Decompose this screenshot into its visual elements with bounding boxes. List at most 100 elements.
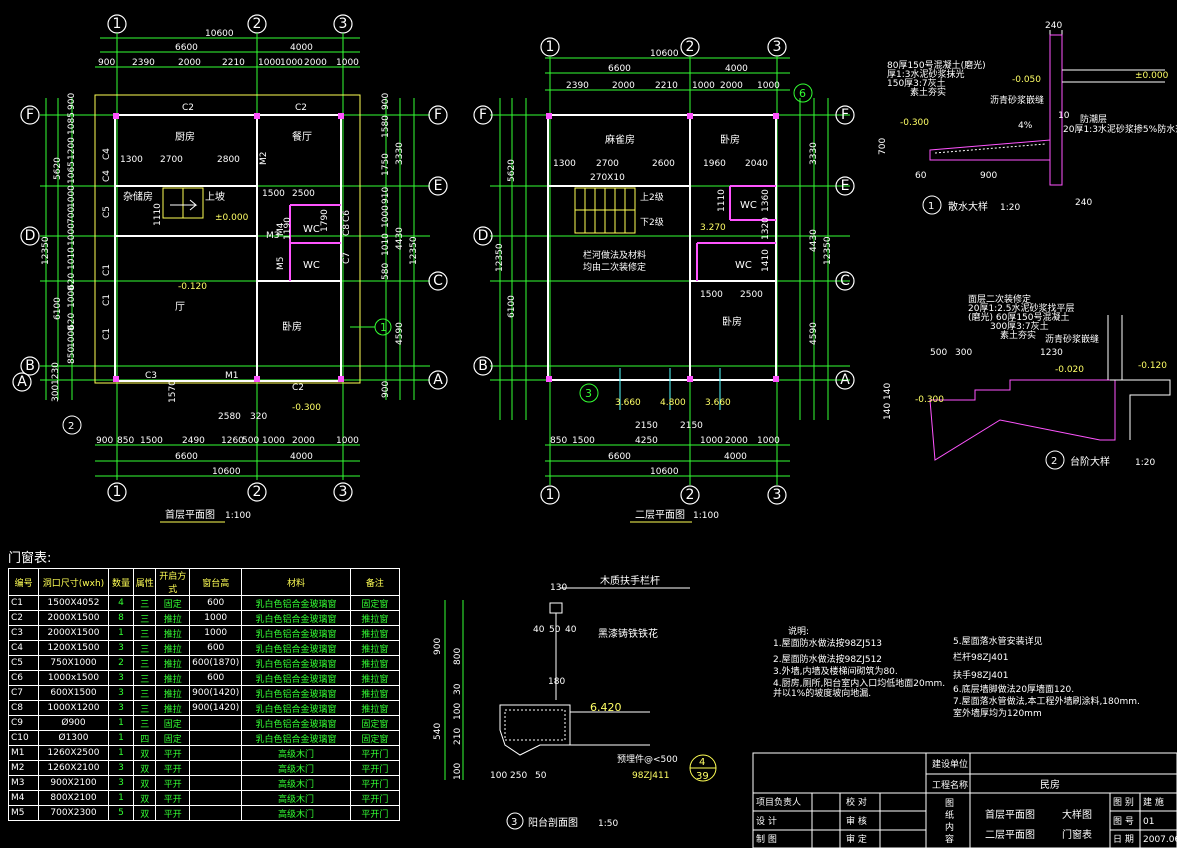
d2-dim-300: 300 bbox=[955, 348, 972, 358]
svg-text:100: 100 bbox=[453, 703, 463, 720]
dim2-right-mid-1: 3330 bbox=[809, 142, 819, 165]
svg-text:910: 910 bbox=[381, 187, 391, 204]
schedule-cell bbox=[189, 775, 243, 791]
svg-text:防潮层: 防潮层 bbox=[1080, 113, 1107, 125]
schedule-cell: C9 bbox=[7, 715, 40, 731]
svg-text:E: E bbox=[841, 178, 850, 194]
svg-text:900: 900 bbox=[67, 93, 77, 110]
svg-text:C1: C1 bbox=[102, 294, 112, 306]
axis-markers-bottom-2: 1 2 3 bbox=[540, 485, 787, 505]
schedule-cell: 1200X1500 bbox=[38, 640, 109, 656]
svg-text:1500: 1500 bbox=[700, 290, 723, 300]
plan2-scale: 1:100 bbox=[693, 511, 719, 521]
notes-item-3: 3.外墙,内墙及楼梯间砌筑为80. bbox=[773, 665, 898, 677]
d3-ref-code: 98ZJ411 bbox=[632, 771, 669, 781]
dim2-right-mid-3: 4590 bbox=[809, 322, 819, 345]
schedule-cell: 4 bbox=[107, 595, 135, 611]
room-dining: 餐厅 bbox=[292, 130, 312, 143]
schedule-cell: C4 bbox=[7, 640, 40, 656]
svg-text:1000: 1000 bbox=[262, 436, 285, 446]
svg-text:M1: M1 bbox=[225, 371, 239, 381]
axis-markers-bottom-1: 1 2 3 bbox=[107, 482, 353, 502]
schedule-cell: 三 bbox=[133, 670, 157, 686]
svg-text:20厚1:2.5水泥砂浆找平层: 20厚1:2.5水泥砂浆找平层 bbox=[968, 302, 1075, 314]
plan1-title: 首层平面图 bbox=[165, 508, 215, 521]
schedule-cell: 推拉 bbox=[155, 640, 191, 656]
callout-railing-1: 栏河做法及材料 bbox=[583, 249, 646, 261]
schedule-cell: M3 bbox=[7, 775, 40, 791]
schedule-cell: 四 bbox=[133, 730, 157, 746]
dim-top-d8: 1000 bbox=[336, 58, 359, 68]
schedule-header-cell: 备注 bbox=[349, 568, 401, 596]
svg-text:2490: 2490 bbox=[182, 436, 205, 446]
room-wc-2: WC bbox=[303, 260, 320, 271]
svg-text:620: 620 bbox=[67, 273, 77, 290]
schedule-cell: C6 bbox=[7, 670, 40, 686]
schedule-cell: C1 bbox=[7, 595, 40, 611]
dim2-left-total: 12350 bbox=[495, 243, 505, 272]
tb-content-4: 门窗表 bbox=[1062, 828, 1092, 841]
d3-num: 3 bbox=[511, 817, 517, 828]
svg-text:1000: 1000 bbox=[757, 81, 780, 91]
svg-text:100: 100 bbox=[453, 763, 463, 780]
svg-text:项目负责人: 项目负责人 bbox=[756, 796, 801, 808]
svg-text:1: 1 bbox=[113, 484, 122, 500]
room-slope: 上坡 bbox=[205, 190, 225, 203]
d1-level-050: -0.050 bbox=[1012, 75, 1041, 85]
tb-project-label: 工程名称 bbox=[932, 779, 968, 791]
dim-right-mid-2: 4430 bbox=[395, 227, 405, 250]
svg-text:制 图: 制 图 bbox=[756, 833, 777, 845]
schedule-cell: 3 bbox=[107, 775, 135, 791]
svg-text:3: 3 bbox=[585, 387, 592, 400]
schedule-cell: 推拉窗 bbox=[349, 670, 401, 686]
svg-text:1300: 1300 bbox=[120, 155, 143, 165]
callout-railing-2: 均由二次装修定 bbox=[583, 261, 646, 273]
plan2-top-dims: 2390 2000 2210 1000 2000 1000 bbox=[566, 81, 780, 91]
dim2-top-total: 10600 bbox=[650, 49, 679, 59]
axis-E-right: E bbox=[434, 178, 443, 194]
svg-text:F: F bbox=[841, 107, 849, 123]
d2-level-300: -0.300 bbox=[915, 395, 944, 405]
svg-text:2500: 2500 bbox=[292, 189, 315, 199]
svg-text:800: 800 bbox=[453, 648, 463, 665]
svg-text:1790: 1790 bbox=[320, 209, 330, 232]
svg-text:1000: 1000 bbox=[67, 325, 77, 348]
svg-text:厚1:3水泥砂浆抹光: 厚1:3水泥砂浆抹光 bbox=[887, 68, 965, 80]
svg-text:2000: 2000 bbox=[720, 81, 743, 91]
schedule-cell: 750X1000 bbox=[38, 655, 109, 671]
schedule-cell: 双 bbox=[133, 760, 157, 776]
schedule-cell bbox=[189, 730, 243, 746]
svg-text:3: 3 bbox=[339, 484, 348, 500]
schedule-cell: 1 bbox=[107, 730, 135, 746]
svg-text:4.800: 4.800 bbox=[660, 398, 686, 408]
svg-text:M3: M3 bbox=[266, 231, 280, 241]
d3-vert-dims: 900 800 30 100 210 540 100 bbox=[433, 638, 463, 780]
svg-text:C3: C3 bbox=[145, 371, 157, 381]
plan-ground-floor: 1 2 3 10600 6600 4000 900 2390 2000 2210… bbox=[12, 14, 448, 523]
plan1-scale: 1:100 bbox=[225, 511, 251, 521]
schedule-cell: 乳白色铝合金玻璃窗 bbox=[241, 700, 351, 716]
schedule-cell: C8 bbox=[7, 700, 40, 716]
schedule-cell: 推拉 bbox=[155, 610, 191, 626]
schedule-cell: 600X1500 bbox=[38, 685, 109, 701]
dim2-top-mid-1: 6600 bbox=[608, 64, 631, 74]
note-up-2: 上2级 bbox=[640, 191, 664, 203]
svg-text:图: 图 bbox=[945, 798, 954, 809]
svg-text:1410: 1410 bbox=[761, 249, 771, 272]
schedule-cell: 三 bbox=[133, 610, 157, 626]
svg-text:900: 900 bbox=[433, 638, 443, 655]
level-0: ±0.000 bbox=[215, 213, 249, 223]
schedule-cell: 固定 bbox=[155, 715, 191, 731]
schedule-cell: C10 bbox=[7, 730, 40, 746]
schedule-cell: 乳白色铝合金玻璃窗 bbox=[241, 685, 351, 701]
schedule-cell: 1 bbox=[107, 625, 135, 641]
svg-text:1065: 1065 bbox=[67, 161, 77, 184]
svg-text:1000: 1000 bbox=[67, 223, 77, 246]
dim2-top-mid-2: 4000 bbox=[725, 64, 748, 74]
section-mark-1: 1 bbox=[350, 318, 392, 336]
level-minus-120: -0.120 bbox=[178, 282, 207, 292]
